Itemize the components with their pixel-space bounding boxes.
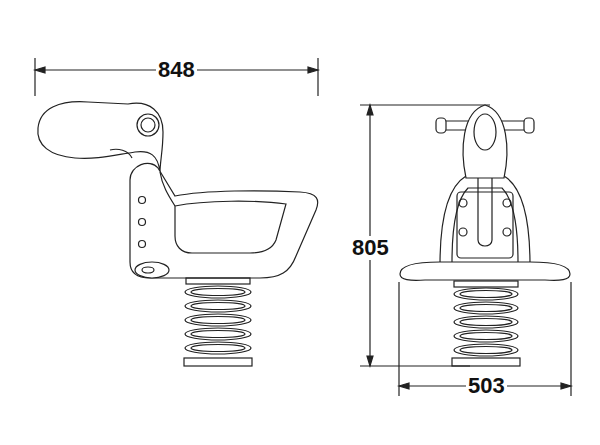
dimension-value: 503 xyxy=(466,374,507,398)
side-view xyxy=(38,102,318,366)
dimension-value: 848 xyxy=(156,58,197,82)
dimension-lines xyxy=(35,58,571,396)
coil-spring xyxy=(452,281,520,366)
coil-spring xyxy=(184,278,252,366)
front-view xyxy=(400,105,570,366)
dimension-value: 805 xyxy=(350,236,391,260)
